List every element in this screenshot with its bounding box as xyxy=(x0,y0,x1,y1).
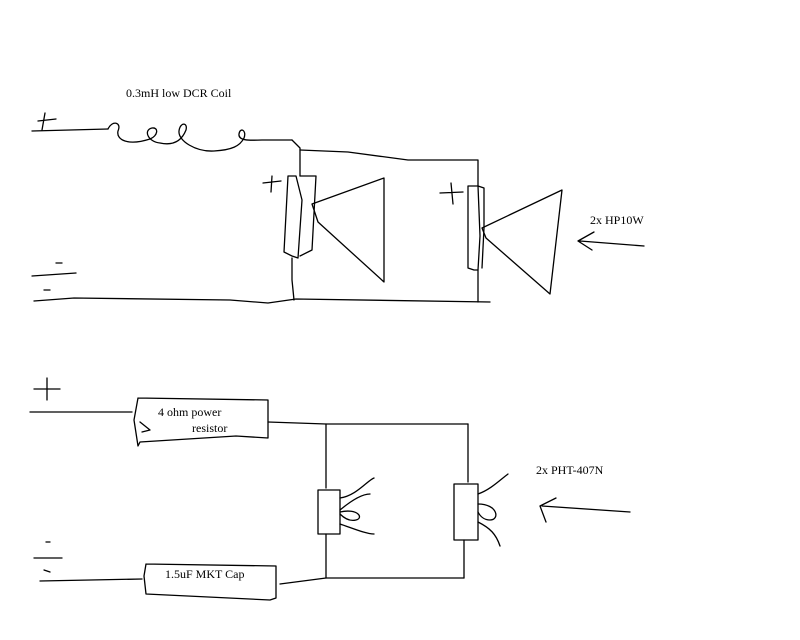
woofer-1-plus-mark xyxy=(262,175,282,193)
tweeter-1 xyxy=(317,423,375,579)
inductor-coil xyxy=(107,122,293,152)
capacitor-label: 1.5uF MKT Cap xyxy=(165,567,245,581)
tweeter-1-body xyxy=(317,489,341,535)
tweeter-circuit xyxy=(29,377,631,601)
tweeter-plus-terminal-mark xyxy=(33,377,61,401)
mkt-capacitor xyxy=(143,563,277,601)
woofer-positive-input-wire xyxy=(31,128,109,132)
tweeters-label: 2x PHT-407N xyxy=(536,463,604,477)
resistor-label-line1: 4 ohm power xyxy=(158,405,222,419)
woofer-1-magnet xyxy=(283,175,317,259)
tweeter-negative-input-wire xyxy=(39,578,143,582)
tweeter-1-horn xyxy=(339,477,375,535)
tweeter-minus-terminal-mark xyxy=(33,541,63,573)
coil-label: 0.3mH low DCR Coil xyxy=(126,86,232,100)
woofers-label: 2x HP10W xyxy=(590,213,644,227)
woofer-plus-terminal-mark xyxy=(37,112,57,131)
woofer-1-cone xyxy=(311,177,385,283)
woofer-circuit xyxy=(31,112,645,304)
tweeter-top-bus xyxy=(267,421,469,425)
woofer-1-lower-lead xyxy=(291,257,295,301)
woofer-junction-wire xyxy=(291,139,301,177)
tweeter-bottom-bus xyxy=(279,577,465,585)
woofer-speaker-1 xyxy=(262,175,385,301)
woofer-label-arrow xyxy=(577,231,645,251)
tweeter-2 xyxy=(453,423,509,579)
woofer-2-plus-mark xyxy=(439,182,464,205)
resistor-label-line2: resistor xyxy=(192,421,228,435)
power-resistor xyxy=(133,397,269,447)
woofer-speaker-2 xyxy=(439,182,563,303)
woofer-minus-terminal-mark xyxy=(31,262,77,291)
woofer-negative-return-wire xyxy=(33,297,491,304)
tweeter-2-body xyxy=(453,483,479,541)
tweeter-label-arrow xyxy=(539,497,631,523)
woofer-2-cone xyxy=(481,189,563,295)
woofer-top-bus xyxy=(299,149,479,187)
tweeter-2-horn xyxy=(477,473,509,547)
